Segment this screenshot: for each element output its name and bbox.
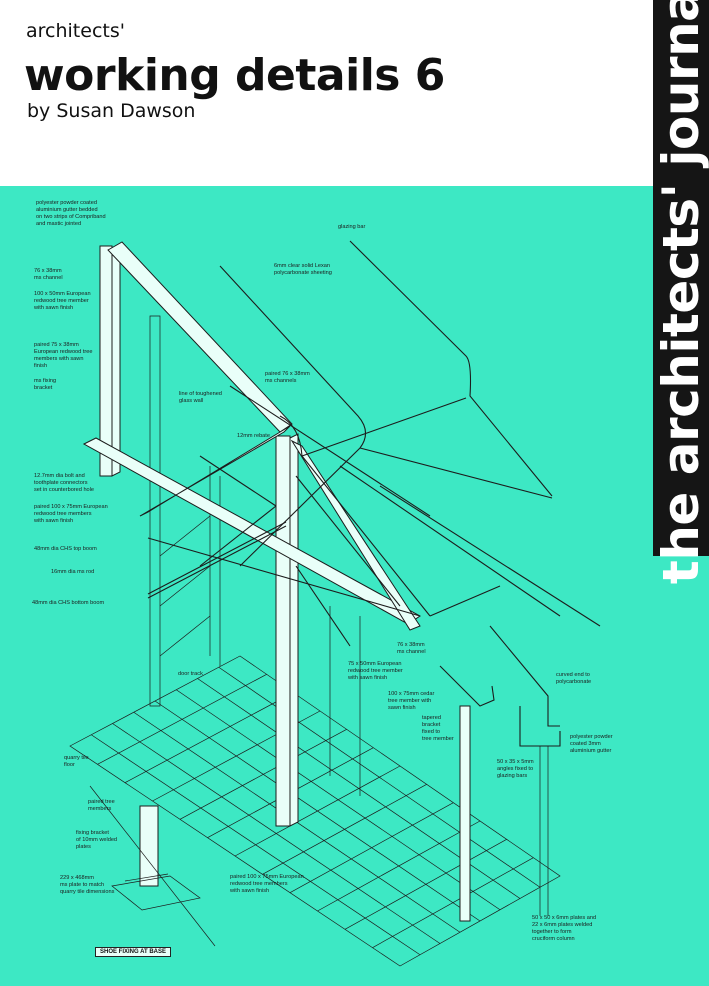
annotation-label: redwood tree members	[230, 881, 288, 887]
annotation-label: cruciform column	[532, 936, 575, 942]
annotation-label: with sawn finish	[229, 888, 269, 894]
annotation-label: line of toughened	[179, 391, 222, 397]
annotation-label: paired 100 x 75mm European	[230, 874, 304, 880]
annotation-label: sawn finish	[388, 705, 416, 711]
series-kicker: architects'	[26, 20, 125, 42]
annotation-label: polycarbonate	[556, 679, 591, 685]
annotation-label: plates	[76, 844, 91, 850]
tree-members-drawing	[82, 241, 421, 647]
annotation-label: set in counterbored hole	[34, 487, 94, 493]
annotation-label: fixing bracket	[76, 830, 109, 836]
cover-title-band	[0, 0, 709, 186]
annotation-label: tree member with	[388, 698, 431, 704]
annotation-label: quarry tile	[64, 755, 89, 761]
annotation-label: door track	[178, 671, 203, 677]
annotation-label: with sawn finish	[33, 305, 73, 311]
gutter-detail-drawing	[439, 625, 561, 916]
annotation-label: ms channel	[34, 275, 63, 281]
annotation-label: glazing bar	[338, 224, 366, 230]
annotation-label: fixed to	[422, 729, 440, 735]
annotation-label: ms fixing	[34, 378, 56, 384]
annotation-label: 50 x 50 x 6mm plates and	[532, 915, 596, 921]
annotation-label: 100 x 50mm European	[34, 291, 91, 297]
annotation-label: together to form	[532, 929, 572, 935]
annotation-label: tree member	[422, 736, 454, 742]
journal-spine-band	[653, 0, 709, 556]
annotation-label: 48mm dia CHS top boom	[34, 546, 97, 552]
book-title: working details 6	[24, 50, 445, 101]
annotation-label: and mastic jointed	[36, 221, 81, 227]
shoe-fixing-detail-drawing	[89, 785, 216, 947]
annotation-label: European redwood tree	[34, 349, 92, 355]
annotation-label: paired 75 x 38mm	[34, 342, 79, 348]
annotation-label: 50 x 35 x 5mm	[497, 759, 534, 765]
annotation-label: 76 x 38mm	[34, 268, 62, 274]
annotation-label: curved end to	[556, 672, 590, 678]
shoe-fixing-caption: SHOE FIXING AT BASE	[95, 947, 172, 957]
annotation-label: 16mm dia ms rod	[51, 569, 94, 575]
annotation-label: angles fixed to	[497, 766, 533, 772]
annotation-label: 12.7mm dia bolt and	[34, 473, 85, 479]
annotation-label: paired 100 x 75mm European	[34, 504, 108, 510]
annotation-label: bracket	[34, 385, 53, 391]
annotation-label: redwood tree member	[348, 668, 403, 674]
annotation-label: 12mm rebate	[237, 433, 270, 439]
annotation-label: redwood tree members	[34, 511, 92, 517]
annotation-label: aluminium gutter	[570, 748, 611, 754]
annotation-label: bracket	[422, 722, 441, 728]
polycarbonate-roof-drawing	[219, 240, 601, 627]
annotation-label: ms channel	[397, 649, 426, 655]
annotation-label: polyester powder	[570, 734, 613, 740]
annotation-label: of 10mm welded	[76, 837, 117, 843]
timber-posts-drawing	[99, 243, 471, 922]
annotation-label: ms channels	[265, 378, 297, 384]
annotation-label: polyester powder coated	[36, 200, 97, 206]
annotation-label: quarry tile dimensions	[60, 889, 115, 895]
annotation-label: 229 x 468mm	[60, 875, 94, 881]
annotation-label: 22 x 6mm plates welded	[532, 922, 592, 928]
annotation-label: members with sawn	[34, 356, 83, 362]
annotation-label: paired tree	[88, 799, 115, 805]
annotation-label: with sawn finish	[33, 518, 73, 524]
annotation-label: with sawn finish	[347, 675, 387, 681]
annotation-label: members	[88, 806, 112, 812]
annotation-label: polycarbonate sheeting	[274, 270, 332, 276]
annotation-label: 76 x 38mm	[397, 642, 425, 648]
annotation-label: toothplate connectors	[34, 480, 88, 486]
annotation-label: floor	[64, 762, 75, 768]
annotation-label: 6mm clear solid Lexan	[274, 263, 330, 269]
annotation-label: 100 x 75mm cedar	[388, 691, 434, 697]
annotation-label: aluminium gutter bedded	[36, 207, 98, 213]
annotation-label: 75 x 50mm European	[348, 661, 401, 667]
annotation-label: paired 76 x 38mm	[265, 371, 310, 377]
annotation-label: glazing bars	[497, 773, 527, 779]
annotation-label: tapered	[422, 715, 441, 721]
annotation-label: 48mm dia CHS bottom boom	[32, 600, 104, 606]
annotation-label: on two strips of Compriband	[36, 214, 106, 220]
annotation-label: ms plate to match	[60, 882, 104, 888]
annotation-label: redwood tree member	[34, 298, 89, 304]
book-author: by Susan Dawson	[27, 100, 196, 122]
annotation-label: coated 3mm	[570, 741, 601, 747]
annotation-label: glass wall	[179, 398, 203, 404]
annotation-label: finish	[34, 363, 47, 369]
